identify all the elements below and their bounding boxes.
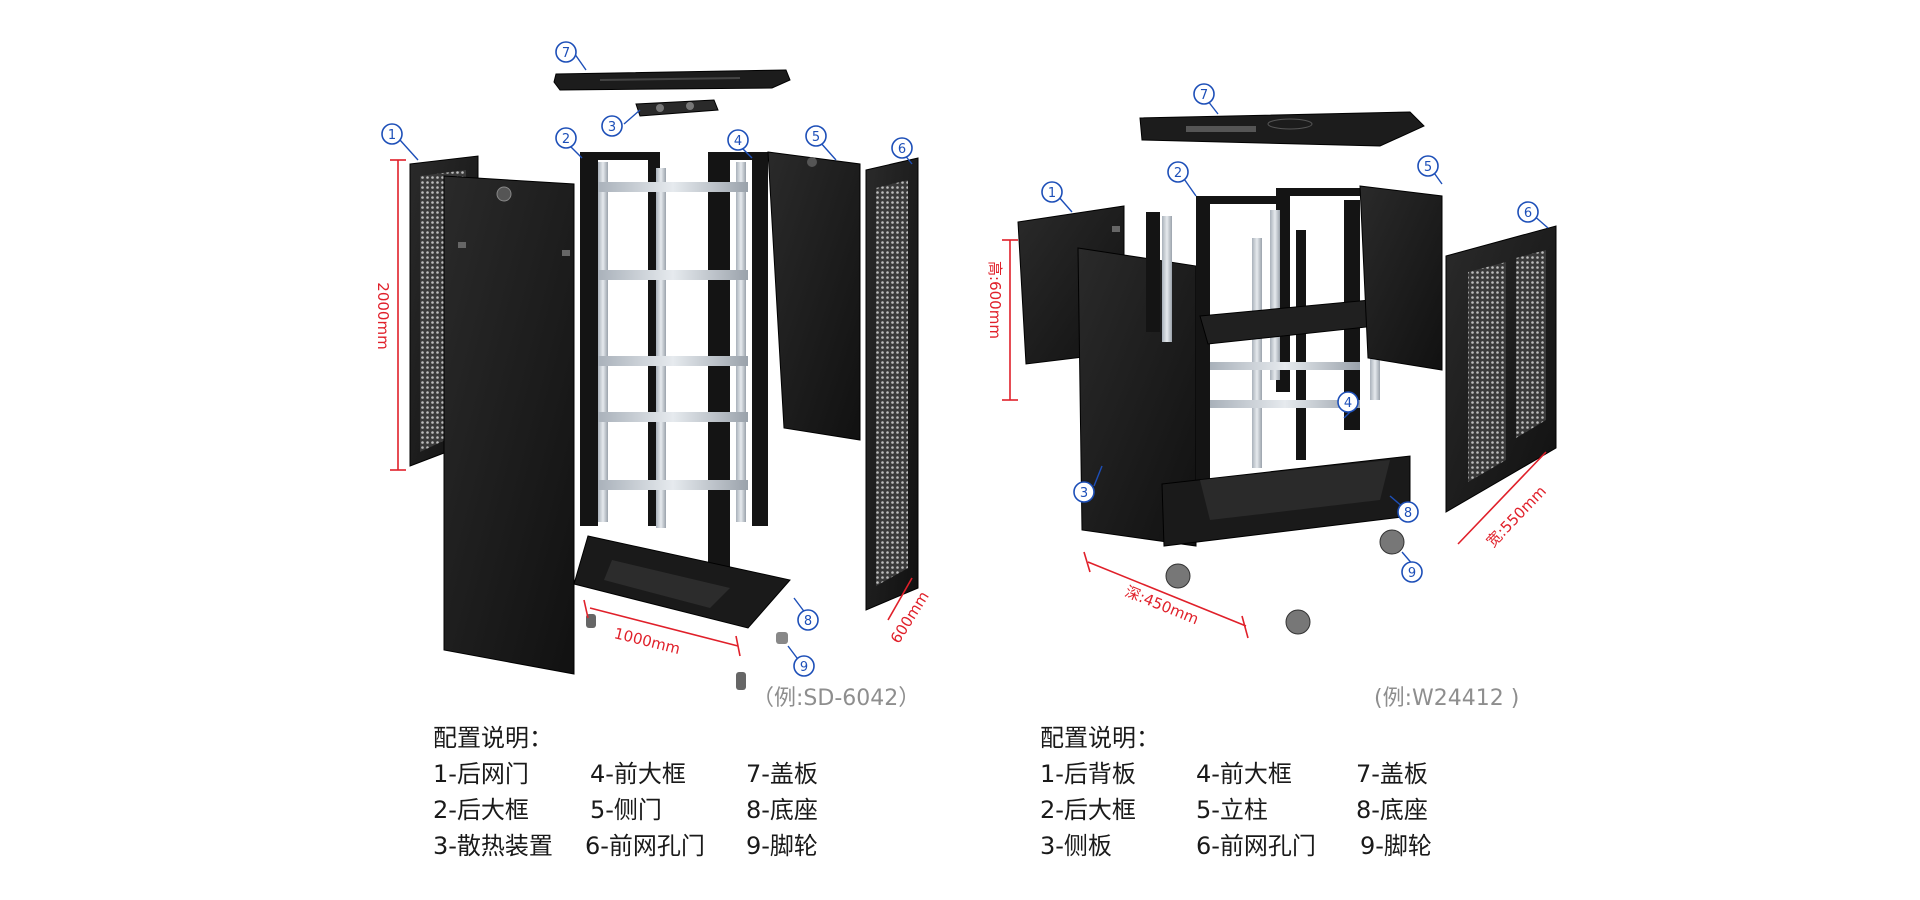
callout-circle bbox=[1167, 161, 1189, 183]
right-callout-9: 9 bbox=[1408, 566, 1416, 581]
left-callout-9: 9 bbox=[800, 660, 808, 675]
callout-circle bbox=[1337, 391, 1359, 413]
callouts-right: 1 7 2 3 4 5 6 8 9 bbox=[1041, 83, 1539, 583]
left-config-item: 7-盖板 bbox=[746, 760, 818, 788]
callout-circle bbox=[1517, 201, 1539, 223]
callout-circle bbox=[727, 129, 749, 151]
left-config-item: 8-底座 bbox=[746, 796, 818, 824]
callout-circle bbox=[1041, 181, 1063, 203]
right-config-title: 配置说明： bbox=[1040, 724, 1160, 752]
right-dim-height: 高:600mm bbox=[986, 261, 1004, 339]
right-model-label: (例:W24412 ) bbox=[1374, 686, 1520, 711]
left-cabinet bbox=[409, 69, 919, 690]
callout-circle bbox=[891, 137, 913, 159]
right-config-item: 1-后背板 bbox=[1040, 760, 1136, 788]
left-callout-6: 6 bbox=[898, 142, 906, 157]
right-callout-7: 7 bbox=[1200, 88, 1208, 103]
right-dimensions bbox=[1002, 239, 1547, 639]
right-callout-3: 3 bbox=[1080, 486, 1088, 501]
left-config-item: 2-后大框 bbox=[433, 796, 529, 824]
left-top-cover bbox=[553, 69, 791, 91]
callout-circle bbox=[381, 123, 403, 145]
right-callout-8: 8 bbox=[1404, 506, 1412, 521]
left-callout-1: 1 bbox=[388, 128, 396, 143]
right-top-cover bbox=[1139, 111, 1425, 147]
left-rack-frame bbox=[580, 152, 768, 580]
left-side-door bbox=[767, 151, 861, 441]
right-config-item: 9-脚轮 bbox=[1360, 832, 1432, 860]
left-dim-height: 2000mm bbox=[374, 282, 392, 349]
left-config-item: 3-散热装置 bbox=[433, 832, 553, 860]
right-config-item: 6-前网孔门 bbox=[1196, 832, 1316, 860]
callout-circle bbox=[1193, 83, 1215, 105]
left-config-item: 5-侧门 bbox=[590, 796, 662, 824]
callout-circle bbox=[555, 127, 577, 149]
left-front-mesh-door bbox=[865, 157, 919, 611]
right-config-item: 5-立柱 bbox=[1196, 796, 1268, 824]
callout-circle bbox=[555, 41, 577, 63]
right-config-item: 2-后大框 bbox=[1040, 796, 1136, 824]
right-casters bbox=[1165, 529, 1405, 635]
left-dimensions bbox=[390, 159, 913, 657]
left-callout-5: 5 bbox=[812, 130, 820, 145]
left-base bbox=[573, 535, 791, 629]
callout-circle bbox=[797, 609, 819, 631]
right-side-door bbox=[1359, 185, 1443, 371]
callout-circle bbox=[601, 115, 623, 137]
right-config-item: 7-盖板 bbox=[1356, 760, 1428, 788]
right-callout-5: 5 bbox=[1424, 160, 1432, 175]
right-dim-width: 宽:550mm bbox=[1483, 482, 1550, 551]
left-rear-panel bbox=[443, 175, 575, 675]
left-callout-4: 4 bbox=[734, 134, 742, 149]
callout-leaders bbox=[399, 49, 1549, 663]
right-front-mesh-door bbox=[1445, 225, 1557, 513]
callout-circle bbox=[805, 125, 827, 147]
right-callout-1: 1 bbox=[1048, 186, 1056, 201]
right-callout-6: 6 bbox=[1524, 206, 1532, 221]
callout-circle bbox=[1397, 501, 1419, 523]
right-config-item: 3-侧板 bbox=[1040, 832, 1112, 860]
left-config-item: 1-后网门 bbox=[433, 760, 529, 788]
right-config-item: 8-底座 bbox=[1356, 796, 1428, 824]
left-callout-8: 8 bbox=[804, 614, 812, 629]
left-callout-3: 3 bbox=[608, 120, 616, 135]
right-config-item: 4-前大框 bbox=[1196, 760, 1292, 788]
right-callout-4: 4 bbox=[1344, 396, 1352, 411]
left-config-item: 9-脚轮 bbox=[746, 832, 818, 860]
callout-circle bbox=[1073, 481, 1095, 503]
callout-circle bbox=[1417, 155, 1439, 177]
right-base bbox=[1161, 455, 1411, 547]
left-config-title: 配置说明： bbox=[433, 724, 553, 752]
right-callout-2: 2 bbox=[1174, 166, 1182, 181]
callout-circle bbox=[793, 655, 815, 677]
callout-circle bbox=[1401, 561, 1423, 583]
left-callout-2: 2 bbox=[562, 132, 570, 147]
right-cabinet bbox=[1017, 111, 1557, 635]
left-fan-unit bbox=[635, 99, 719, 117]
left-callout-7: 7 bbox=[562, 46, 570, 61]
callouts-left: 1 7 3 2 4 5 6 8 9 bbox=[381, 41, 913, 677]
left-config-item: 6-前网孔门 bbox=[585, 832, 705, 860]
right-dim-depth: 深:450mm bbox=[1122, 582, 1201, 628]
left-config-item: 4-前大框 bbox=[590, 760, 686, 788]
left-model-label: （例:SD-6042） bbox=[752, 686, 921, 711]
